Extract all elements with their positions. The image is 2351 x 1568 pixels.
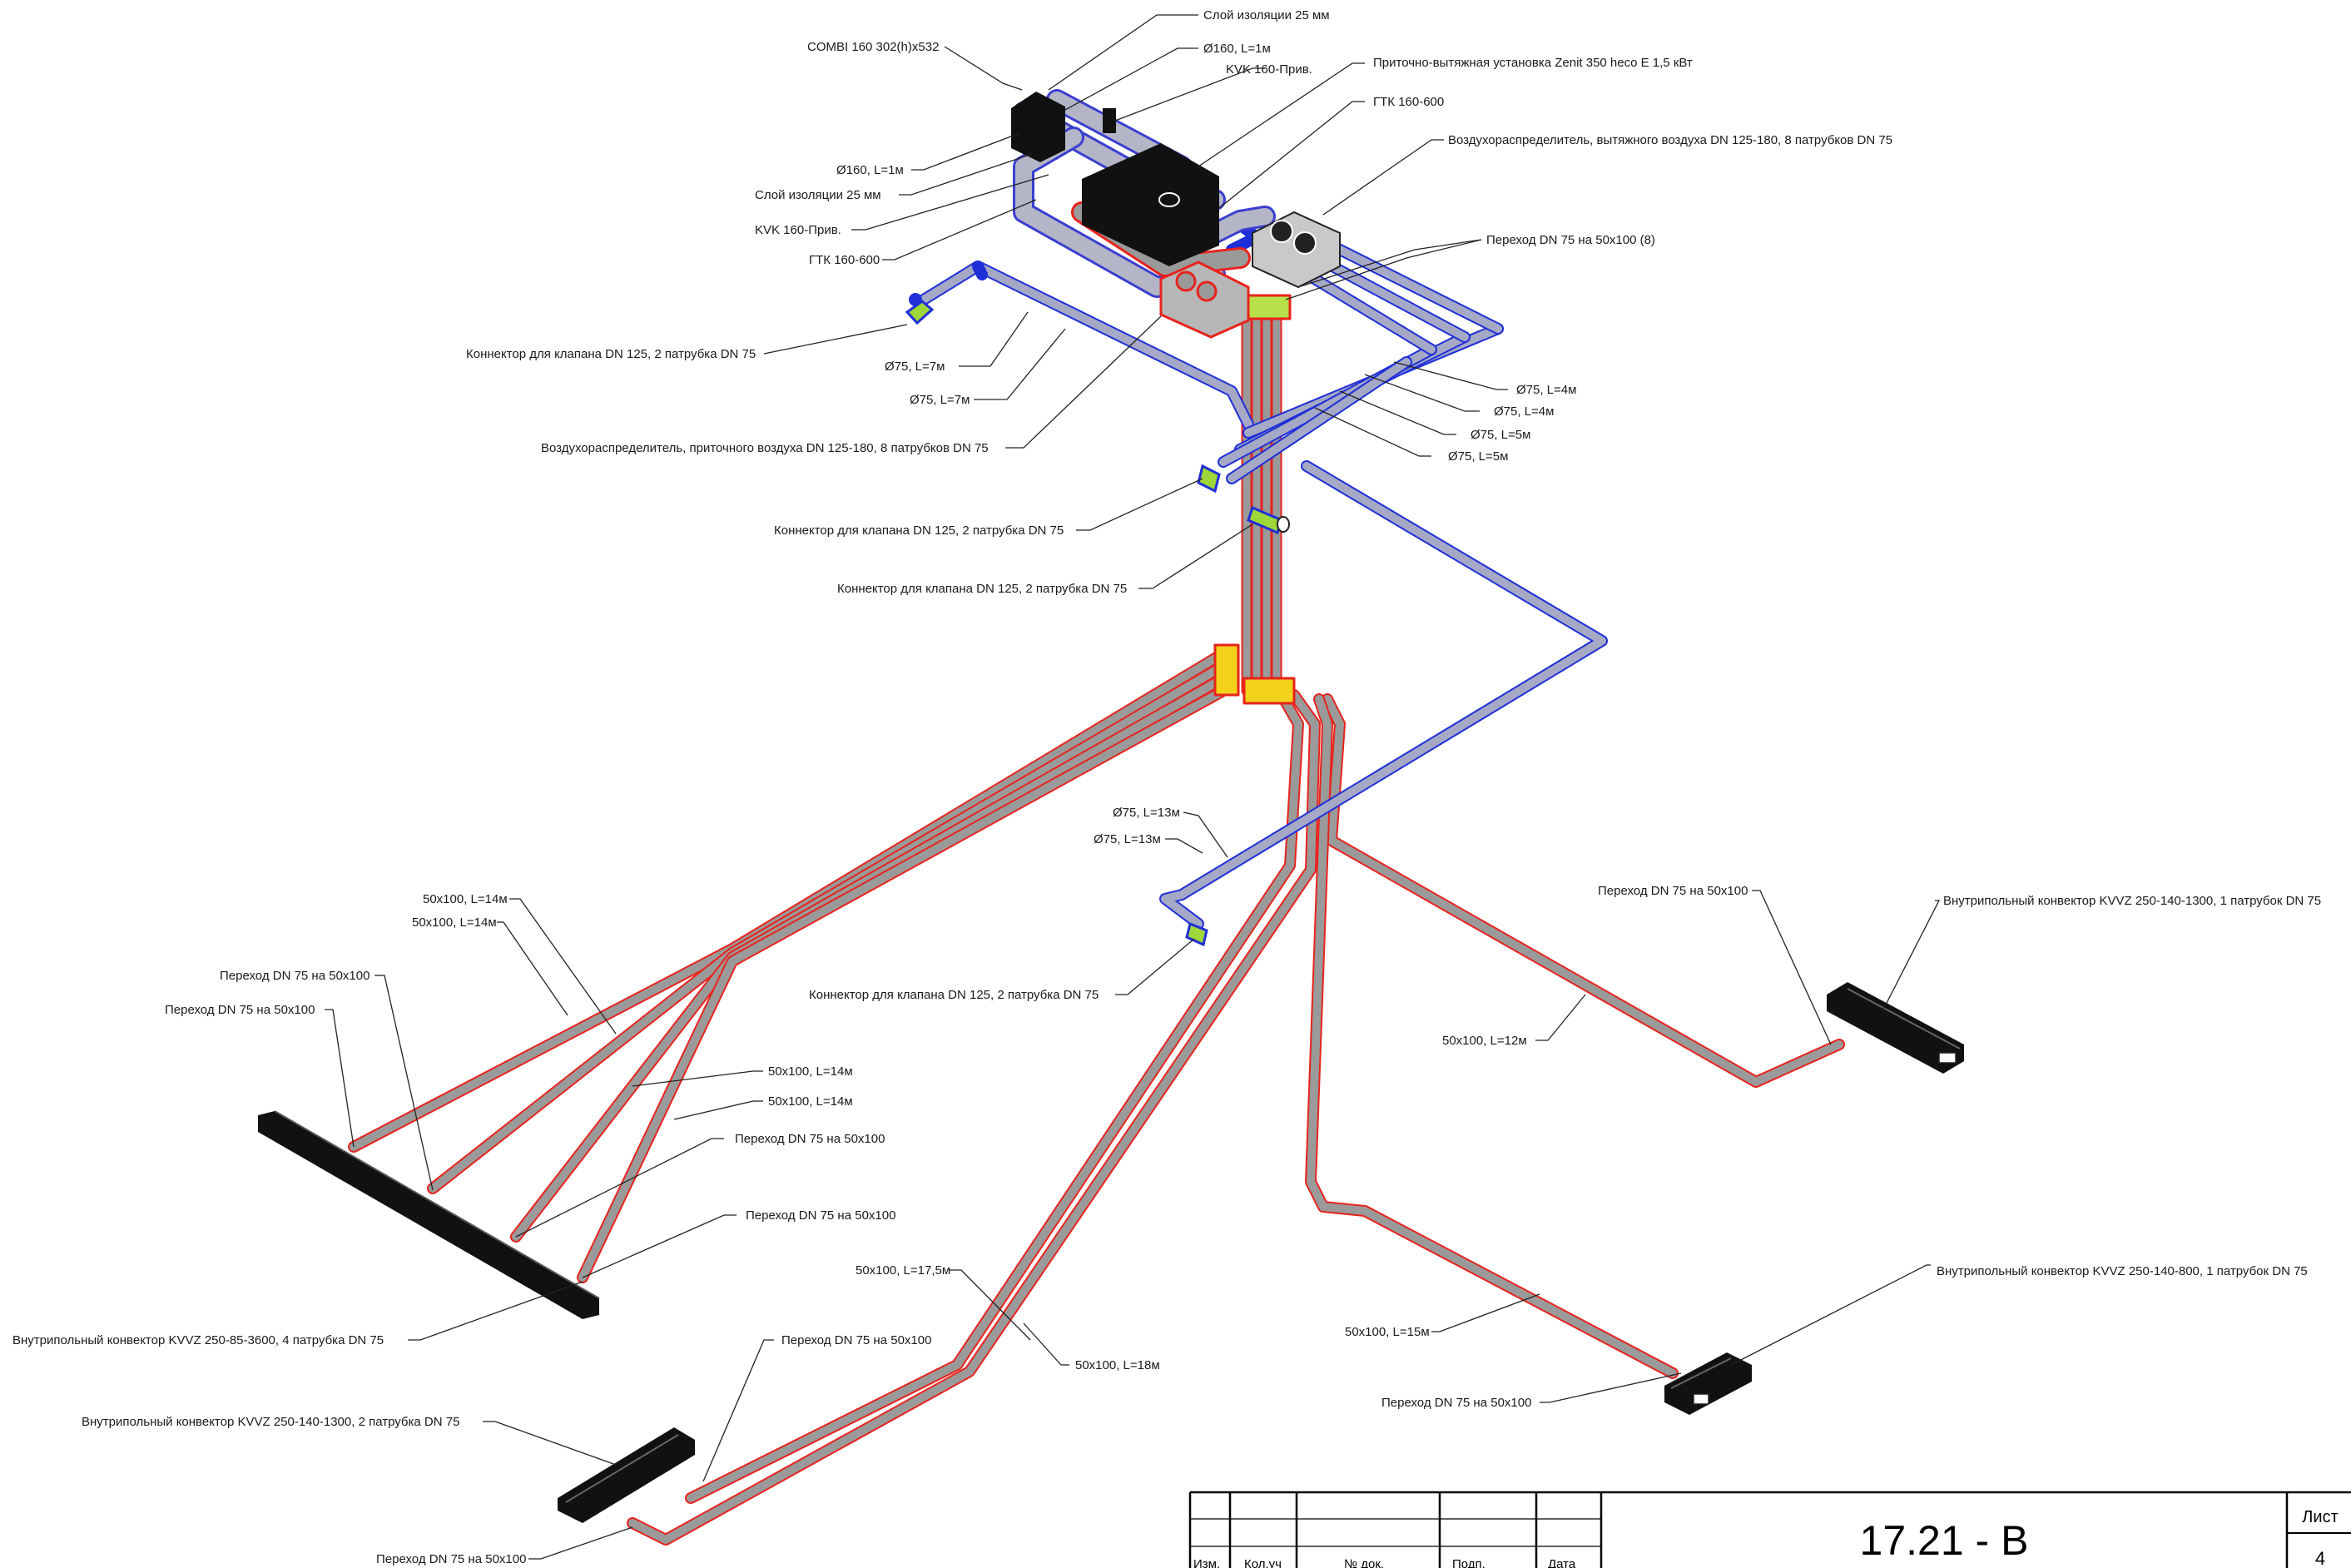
equipment [258, 92, 1964, 1523]
label-rect-14b: 50x100, L=14м [412, 915, 497, 930]
exhaust-distributor [1252, 211, 1341, 289]
label-connector-3: Коннектор для клапана DN 125, 2 патрубка… [837, 582, 1127, 596]
col-kol: Кол.уч [1244, 1557, 1282, 1568]
label-rect-15: 50x100, L=15м [1345, 1325, 1430, 1339]
label-rect-14c: 50x100, L=14м [768, 1064, 853, 1079]
label-transition-l1: Переход DN 75 на 50x100 [220, 969, 370, 983]
valve-connector-1 [905, 293, 935, 325]
label-rect-14d: 50x100, L=14м [768, 1094, 853, 1109]
label-d75-7b: Ø75, L=7м [910, 393, 970, 407]
label-transition-r1: Переход DN 75 на 50x100 [1598, 884, 1748, 898]
supply-distributor [1159, 261, 1250, 339]
label-insulation-top: Слой изоляции 25 мм [1203, 8, 1330, 22]
label-rect-12: 50x100, L=12м [1442, 1034, 1527, 1048]
label-d75-13b: Ø75, L=13м [1094, 832, 1161, 846]
label-d75-13a: Ø75, L=13м [1113, 806, 1180, 820]
label-kvk-left: KVK 160-Прив. [755, 223, 841, 237]
label-rect-14a: 50x100, L=14м [423, 892, 508, 906]
convector-kvvz-250-85-3600 [258, 1110, 600, 1319]
label-d75-5a: Ø75, L=5м [1471, 428, 1530, 442]
zenit-unit [1082, 143, 1219, 266]
label-d75-5b: Ø75, L=5м [1448, 449, 1508, 464]
label-transition-8: Переход DN 75 на 50x100 (8) [1486, 233, 1655, 247]
label-exhaust-distributor: Воздухораспределитель, вытяжного воздуха… [1448, 133, 1892, 147]
convector-kvvz-250-140-800 [1664, 1352, 1752, 1415]
label-gtk-left: ГТК 160-600 [809, 253, 880, 267]
label-supply-distributor: Воздухораспределитель, приточного воздух… [541, 441, 989, 455]
label-d75-4a: Ø75, L=4м [1516, 383, 1576, 397]
duct-to-lower-right-convector [1305, 693, 1679, 1379]
label-transition-r2: Переход DN 75 на 50x100 [1381, 1396, 1531, 1410]
label-transition-l3: Переход DN 75 на 50x100 [735, 1132, 885, 1146]
exhaust-duct-network [918, 219, 1608, 930]
label-d160-left: Ø160, L=1м [836, 163, 904, 177]
duct-to-right-convector [1322, 693, 1845, 1088]
label-convector-1300-1: Внутрипольный конвектор KVVZ 250-140-130… [1943, 894, 2321, 908]
col-doc: № док. [1344, 1557, 1384, 1568]
label-connector-4: Коннектор для клапана DN 125, 2 патрубка… [809, 988, 1099, 1002]
sheet-label: Лист [2302, 1508, 2338, 1526]
col-izm: Изм. [1193, 1557, 1220, 1568]
ducts-to-large-convector [348, 648, 1229, 1283]
label-d75-7a: Ø75, L=7м [885, 360, 945, 374]
label-transition-l2: Переход DN 75 на 50x100 [165, 1003, 315, 1017]
label-combi: COMBI 160 302(h)x532 [807, 40, 939, 54]
label-connector-2: Коннектор для клапана DN 125, 2 патрубка… [774, 523, 1064, 538]
label-convector-3600: Внутрипольный конвектор KVVZ 250-85-3600… [12, 1333, 384, 1347]
label-convector-800: Внутрипольный конвектор KVVZ 250-140-800… [1937, 1264, 2308, 1278]
combi-intake [1011, 92, 1065, 162]
title-block: 17.21 - В Лист 4 Изм. Кол.уч № док. Подп… [1188, 1491, 2351, 1568]
label-insulation-left: Слой изоляции 25 мм [755, 188, 881, 202]
label-kvk-top: KVK 160-Прив. [1226, 62, 1312, 77]
vertical-riser [1241, 298, 1282, 697]
combi-cap [1103, 108, 1116, 133]
col-sign: Подп. [1452, 1557, 1485, 1568]
sheet-number: 4 [2315, 1548, 2325, 1568]
valve-connector-4 [1185, 921, 1208, 947]
label-connector-1: Коннектор для клапана DN 125, 2 патрубка… [466, 347, 756, 361]
label-gtk-top: ГТК 160-600 [1373, 95, 1444, 109]
label-d75-4b: Ø75, L=4м [1494, 404, 1554, 419]
annotation-labels: Слой изоляции 25 мм COMBI 160 302(h)x532… [12, 8, 2321, 1566]
ducts-to-lower-left-convector [627, 689, 1321, 1546]
col-date: Дата [1548, 1557, 1576, 1568]
valve-connector-3 [1247, 505, 1290, 535]
leader-lines [325, 14, 1941, 1560]
convector-kvvz-250-140-1300-1 [1827, 982, 1964, 1074]
label-zenit: Приточно-вытяжная установка Zenit 350 he… [1373, 56, 1693, 70]
label-transition-l4: Переход DN 75 на 50x100 [746, 1208, 895, 1223]
label-convector-1300-2: Внутрипольный конвектор KVVZ 250-140-130… [82, 1415, 459, 1429]
supply-duct-network [348, 294, 1845, 1546]
label-d160-top: Ø160, L=1м [1203, 42, 1271, 56]
convector-kvvz-250-140-1300-2 [558, 1427, 695, 1523]
zenit-unit-port [1158, 192, 1180, 207]
label-transition-l5: Переход DN 75 на 50x100 [781, 1333, 931, 1347]
label-transition-l6: Переход DN 75 на 50x100 [376, 1552, 526, 1566]
drawing-code: 17.21 - В [1860, 1517, 2029, 1564]
label-rect-17-5: 50x100, L=17,5м [856, 1263, 950, 1278]
label-rect-18: 50x100, L=18м [1075, 1358, 1160, 1372]
valve-connector-2 [1197, 464, 1221, 494]
